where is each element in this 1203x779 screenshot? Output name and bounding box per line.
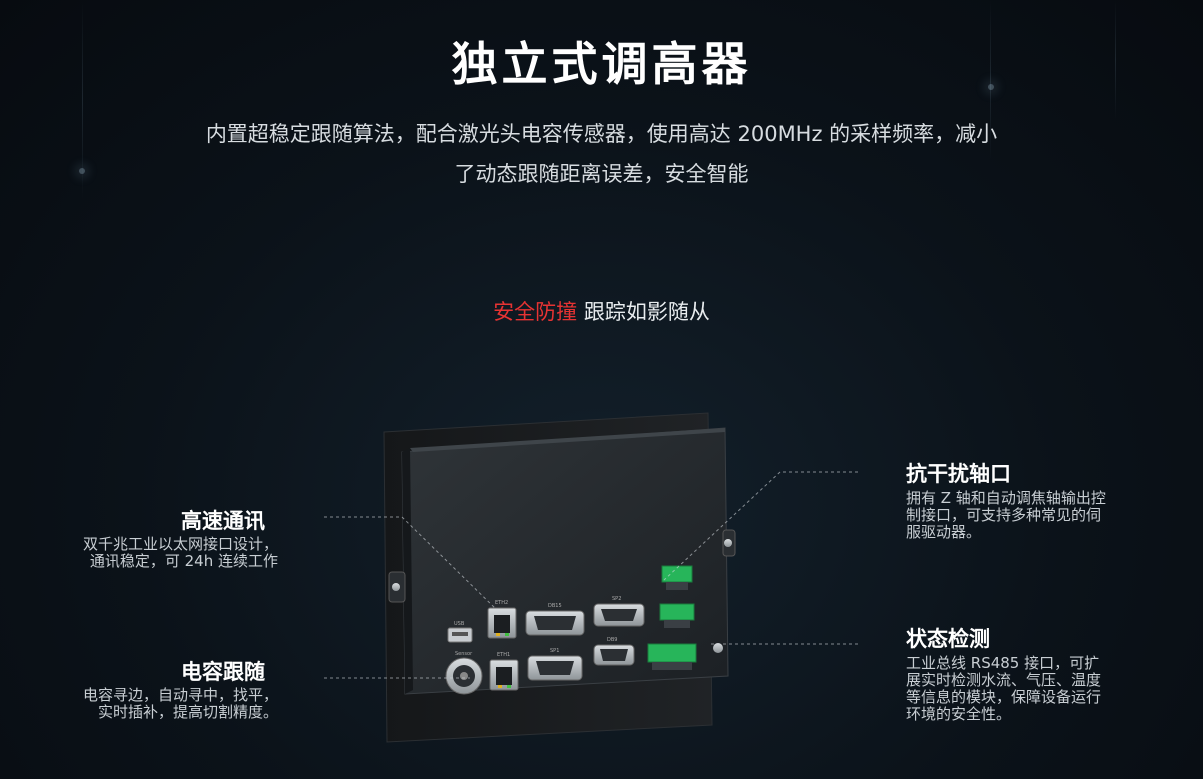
background-light-dot: [988, 84, 994, 90]
ethernet-port-socket: [494, 615, 510, 633]
desc-line: 服驱动器。: [906, 523, 982, 541]
eth1-label: ETH1: [497, 652, 510, 658]
terminal-block: [659, 603, 695, 621]
sp2-label: SP2: [612, 596, 621, 602]
desc-line: 展实时检测水流、气压、温度: [906, 671, 1102, 689]
background-light-streak: [1115, 0, 1116, 120]
desc-line: 环境的安全性。: [906, 705, 1012, 723]
device-top-edge: [410, 428, 725, 452]
page-subtitle: 内置超稳定跟随算法，配合激光头电容传感器，使用高达 200MHz 的采样频率，减…: [130, 114, 1073, 194]
desc-line: 拥有 Z 轴和自动调焦轴输出控: [906, 489, 1106, 507]
background-light-streak: [990, 0, 991, 160]
subtitle-line: 内置超稳定跟随算法，配合激光头电容传感器，使用高达 200MHz 的采样频率，减…: [205, 122, 998, 146]
desc-line: 通讯稳定，可 24h 连续工作: [89, 552, 278, 570]
screw-icon: [713, 643, 723, 653]
desc-line: 等信息的模块，保障设备运行: [906, 688, 1102, 706]
feature-desc-comm: 双千兆工业以太网接口设计， 通讯稳定，可 24h 连续工作: [40, 536, 278, 570]
usb-port-slot: [452, 632, 468, 636]
eth2-label: ETH2: [495, 600, 508, 606]
sensor-label: Sensor: [455, 651, 473, 657]
desc-line: 实时插补，提高切割精度。: [97, 703, 278, 721]
terminal-block: [661, 565, 693, 583]
feature-title-comm: 高速通讯: [181, 509, 265, 533]
slogan: 安全防撞 跟踪如影随从: [0, 296, 1203, 326]
feature-title-axis: 抗干扰轴口: [906, 462, 1011, 486]
background-light-dot: [79, 168, 85, 174]
terminal-block: [647, 643, 697, 663]
desc-line: 工业总线 RS485 接口，可扩: [906, 654, 1100, 672]
sp1-label: SP1: [550, 648, 559, 654]
feature-desc-axis: 拥有 Z 轴和自动调焦轴输出控 制接口，可支持多种常见的伺 服驱动器。: [906, 490, 1166, 541]
leader-line-axis: [663, 471, 858, 581]
desc-line: 电容寻边，自动寻中，找平，: [82, 686, 278, 704]
feature-title-status: 状态检测: [906, 627, 990, 651]
usb-label: USB: [454, 621, 465, 627]
ethernet-port-socket: [496, 667, 512, 685]
subtitle-line: 了动态跟随距离误差，安全智能: [454, 162, 749, 186]
slogan-highlight: 安全防撞: [493, 300, 578, 324]
screw-icon: [392, 583, 400, 591]
background-light-streak: [82, 0, 83, 200]
page-title: 独立式调高器: [451, 37, 752, 91]
leader-line-comm: [324, 516, 501, 614]
sensor-connector-pin: [460, 672, 468, 680]
device-side: [402, 448, 413, 694]
desc-line: 双千兆工业以太网接口设计，: [82, 535, 278, 553]
feature-desc-capacitive: 电容寻边，自动寻中，找平， 实时插补，提高切割精度。: [40, 687, 278, 721]
feature-title-capacitive: 电容跟随: [181, 660, 265, 684]
db9-label: DB9: [607, 637, 617, 643]
feature-desc-status: 工业总线 RS485 接口，可扩 展实时检测水流、气压、温度 等信息的模块，保障…: [906, 655, 1166, 723]
desc-line: 制接口，可支持多种常见的伺: [906, 506, 1102, 524]
screw-icon: [724, 539, 732, 547]
slogan-text: 跟踪如影随从: [577, 300, 710, 324]
db15-label: DB15: [548, 603, 562, 609]
